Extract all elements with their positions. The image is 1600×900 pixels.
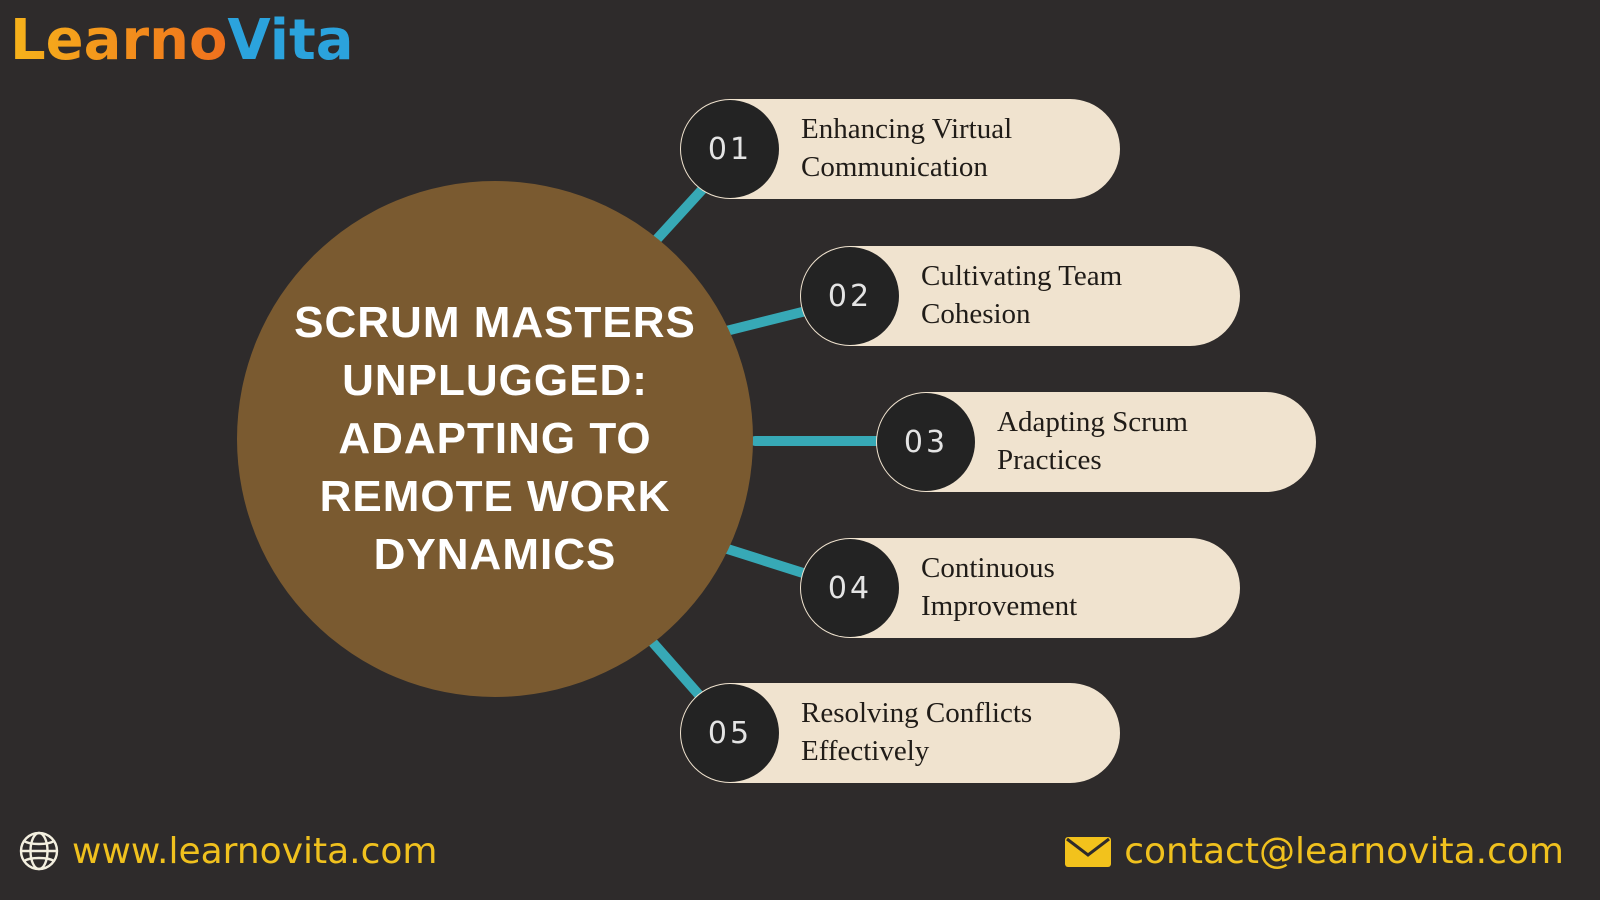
item-number-4: 04 (827, 570, 873, 606)
item-number-2: 02 (827, 278, 873, 314)
item-label-2: Cultivating Team Cohesion (921, 260, 1123, 330)
item-label-1: Enhancing Virtual Communication (801, 113, 1013, 183)
central-topic-circle: SCRUM MASTERS UNPLUGGED: ADAPTING TO REM… (237, 181, 753, 697)
globe-icon (18, 830, 60, 872)
item-number-1: 01 (707, 131, 753, 167)
connector-line-3 (750, 436, 930, 446)
list-item-3: 03 Adapting Scrum Practices (876, 392, 1316, 492)
list-item-1: 01 Enhancing Virtual Communication (680, 99, 1120, 199)
footer-email: contact@learnovita.com (1064, 831, 1564, 872)
item-number-5: 05 (707, 715, 753, 751)
item-label-5: Resolving Conflicts Effectively (801, 697, 1033, 767)
email-link[interactable]: contact@learnovita.com (1124, 831, 1564, 872)
item-number-badge-3: 03 (877, 393, 975, 491)
item-number-badge-4: 04 (801, 539, 899, 637)
item-label-4: Continuous Improvement (921, 552, 1078, 622)
website-link[interactable]: www.learnovita.com (72, 830, 438, 872)
footer-website: www.learnovita.com (18, 830, 438, 872)
item-number-badge-2: 02 (801, 247, 899, 345)
list-item-4: 04 Continuous Improvement (800, 538, 1240, 638)
logo-part-learno: Learno (10, 8, 228, 73)
list-item-5: 05 Resolving Conflicts Effectively (680, 683, 1120, 783)
item-number-badge-1: 01 (681, 100, 779, 198)
item-number-badge-5: 05 (681, 684, 779, 782)
page-title: SCRUM MASTERS UNPLUGGED: ADAPTING TO REM… (294, 297, 696, 580)
logo-part-vita: Vita (227, 8, 354, 73)
envelope-icon (1064, 833, 1112, 871)
item-label-3: Adapting Scrum Practices (997, 406, 1188, 476)
item-number-3: 03 (903, 424, 949, 460)
list-item-2: 02 Cultivating Team Cohesion (800, 246, 1240, 346)
learnovita-logo: LearnoVita (10, 8, 354, 73)
